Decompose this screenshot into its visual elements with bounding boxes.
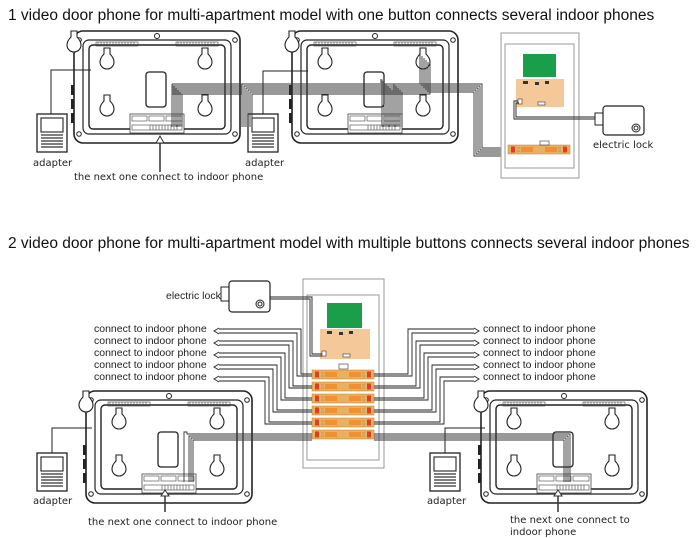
- s2-connect-left-3: connect to indoor phone: [94, 347, 207, 359]
- s1-monitor-2: [285, 31, 458, 143]
- s2-connect-right-2: connect to indoor phone: [483, 335, 596, 347]
- section2-title: 2 video door phone for multi-apartment m…: [8, 235, 690, 252]
- s1-adapter-right-label: adapter: [245, 158, 285, 169]
- s2-connect-left-2: connect to indoor phone: [94, 335, 207, 347]
- s2-connect-right-list: connect to indoor phone connect to indoo…: [483, 323, 596, 383]
- s1-monitor-1: [67, 31, 240, 143]
- s2-left-wires: [213, 327, 312, 425]
- s2-connect-left-4: connect to indoor phone: [94, 359, 207, 371]
- s2-adapter-right-label: adapter: [427, 496, 467, 507]
- s2-electric-lock: [220, 280, 271, 313]
- s2-monitor-left: [79, 391, 252, 503]
- s2-pcb-green: [327, 303, 362, 328]
- s2-connect-right-4: connect to indoor phone: [483, 359, 596, 371]
- s1-adapter-right: [247, 113, 279, 153]
- s2-connect-left-1: connect to indoor phone: [94, 323, 207, 335]
- s2-right-wires: [374, 327, 480, 425]
- s2-next-one-right-line2: indoor phone: [510, 527, 576, 538]
- s2-connect-left-5: connect to indoor phone: [94, 371, 207, 383]
- s2-connect-left-list: connect to indoor phone connect to indoo…: [94, 323, 207, 383]
- s2-outdoor-unit: [302, 278, 385, 469]
- s2-connect-right-1: connect to indoor phone: [483, 323, 596, 335]
- s2-connect-right-3: connect to indoor phone: [483, 347, 596, 359]
- s2-monitor-right: [474, 391, 647, 503]
- s1-pcb-green: [523, 54, 556, 77]
- s1-outdoor-unit: [500, 32, 580, 179]
- s1-electric-lock: [594, 105, 645, 136]
- s2-adapter-left-label: adapter: [33, 496, 73, 507]
- s2-next-one-left-label: the next one connect to indoor phone: [88, 517, 277, 528]
- s1-adapter-left: [36, 113, 68, 153]
- s1-adapter-left-label: adapter: [33, 158, 73, 169]
- section1-title: 1 video door phone for multi-apartment m…: [8, 7, 655, 24]
- s2-electric-lock-label: electric lock: [166, 290, 222, 302]
- s2-next-one-right-line1: the next one connect to: [510, 515, 630, 526]
- s2-adapter-left: [36, 452, 68, 492]
- s2-adapter-right: [429, 452, 461, 492]
- s1-next-one-label: the next one connect to indoor phone: [74, 172, 263, 183]
- s2-connect-right-5: connect to indoor phone: [483, 371, 596, 383]
- s1-electric-lock-label: electric lock: [593, 140, 653, 151]
